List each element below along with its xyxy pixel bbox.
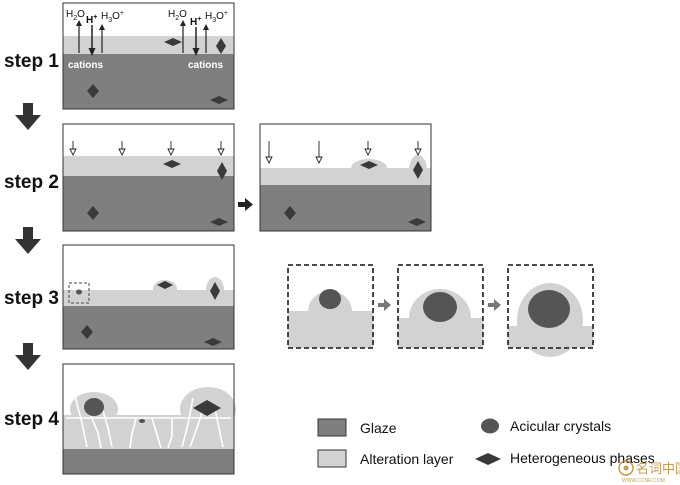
legend-glaze-label: Glaze [360,420,397,436]
heterogeneous-phase [216,38,226,54]
legend-heterogeneous-label: Heterogeneous phases [510,450,655,466]
acicular-swatch [481,418,499,434]
alteration-layer [63,36,234,54]
down-arrow-icon [15,227,41,254]
h2o-label: H2O [66,9,85,22]
h2o-label: H2O [168,9,187,22]
watermark-logo: 名词中国 WWW.CCNR.COM [618,460,680,484]
step-2-detail-panel [259,123,432,232]
down-arrow-icon [15,103,41,130]
zoom-arrow-icon [488,299,501,311]
step-3-panel [62,244,235,350]
hplus-label: H+ [86,14,97,26]
glaze-layer [63,54,234,109]
h3o-label: H3O+ [101,10,124,24]
cations-label: cations [68,60,103,71]
zoom-box-2 [397,264,484,349]
step-2-label: step 2 [4,172,59,193]
right-arrow-icon [238,198,253,211]
legend-alteration-label: Alteration layer [360,451,454,467]
zoom-box-3 [507,264,594,357]
heterogeneous-phase [87,84,99,98]
legend-acicular-label: Acicular crystals [510,418,611,434]
legend: Glaze Alteration layer Acicular crystals… [317,418,655,468]
zoom-box-1 [287,264,374,349]
h3o-label: H3O+ [205,10,228,24]
watermark-small: WWW.CCNR.COM [622,478,665,484]
water-penetration-arrows [265,141,422,165]
down-arrow-icon [15,343,41,370]
step-3-label: step 3 [4,288,59,309]
heterogeneous-swatch [475,453,501,465]
step-1-label: step 1 [4,51,59,72]
step-4-label: step 4 [4,409,59,430]
step-1-panel: H2O H+ H3O+ cations H2O H+ H3O+ cations [62,2,235,110]
hplus-label: H+ [190,16,201,28]
water-penetration-arrows [69,141,225,157]
alteration-swatch [317,449,347,468]
step-4-panel [62,363,236,475]
glaze-swatch [317,418,347,437]
cations-label: cations [188,60,223,71]
heterogeneous-phase [210,96,228,104]
zoom-arrow-icon [378,299,391,311]
zoom-region-box [68,282,90,304]
heterogeneous-phase [164,38,182,46]
step-2-panel [62,123,235,232]
watermark-text: 名词中国 [636,461,680,476]
